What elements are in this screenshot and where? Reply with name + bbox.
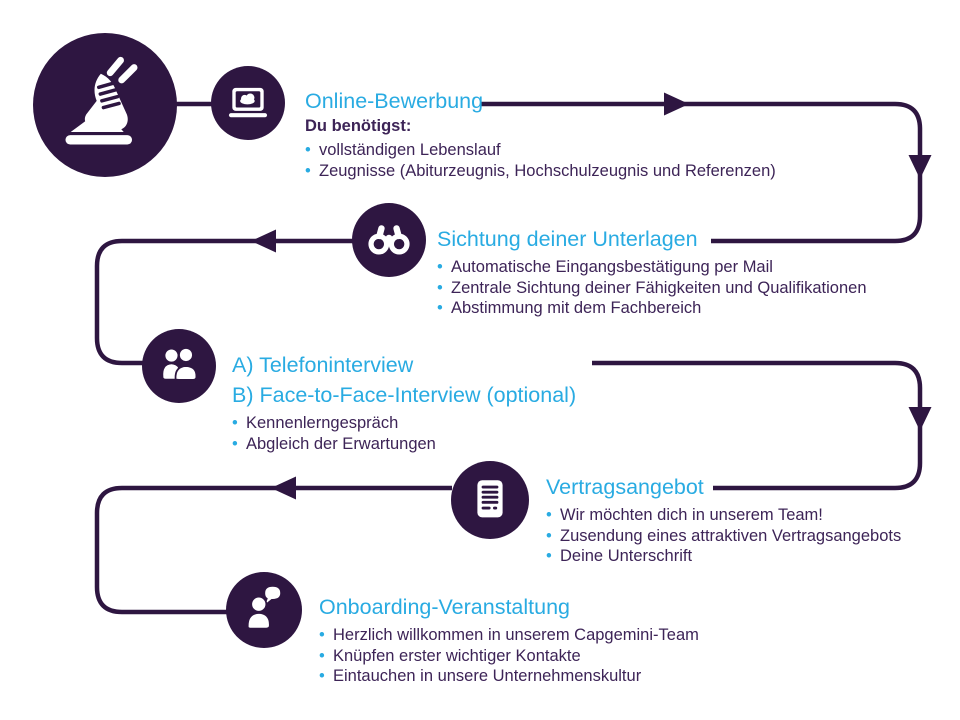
bullet-item: Knüpfen erster wichtiger Kontakte <box>319 646 699 667</box>
bullet-item: Deine Unterschrift <box>546 546 901 567</box>
bullet-item: Eintauchen in unsere Unternehmenskultur <box>319 666 699 687</box>
bullet-item: Zusendung eines attraktiven Vertragsange… <box>546 526 901 547</box>
connector-step3-to-step4 <box>592 360 923 491</box>
step-interviews: A) Telefoninterview B) Face-to-Face-Inte… <box>232 350 576 454</box>
person-speech-bubble-icon <box>246 586 281 630</box>
bullet-item: Abstimmung mit dem Fachbereich <box>437 298 867 319</box>
sprint-shoe-icon <box>65 56 138 145</box>
bullet-item: Wir möchten dich in unserem Team! <box>546 505 901 526</box>
step5-bullet-list: Herzlich willkommen in unserem Capgemini… <box>319 625 699 687</box>
step3-node <box>142 329 216 403</box>
bullet-item: Herzlich willkommen in unserem Capgemini… <box>319 625 699 646</box>
step1-node <box>211 66 285 140</box>
bullet-item: Zentrale Sichtung deiner Fähigkeiten und… <box>437 278 867 299</box>
step2-bullet-list: Automatische Eingangsbestätigung per Mai… <box>437 257 867 319</box>
step-sichtung-unterlagen: Sichtung deiner Unterlagen Automatische … <box>437 226 867 319</box>
step1-intro: Du benötigst: <box>305 117 412 135</box>
connector-step2-to-step3 <box>94 238 353 366</box>
arrowhead-down-icon <box>908 407 932 431</box>
laptop-cloud-icon <box>228 87 268 118</box>
step4-title: Vertragsangebot <box>546 475 704 499</box>
arrowhead-left-icon <box>251 229 276 253</box>
step3-title-a: A) Telefoninterview <box>232 353 414 377</box>
step-vertragsangebot: Vertragsangebot Wir möchten dich in unse… <box>546 474 901 567</box>
step-online-bewerbung: Online-Bewerbung Du benötigst: vollständ… <box>305 88 776 181</box>
step4-node <box>451 461 529 539</box>
step3-title-b: B) Face-to-Face-Interview (optional) <box>232 383 577 407</box>
step5-node <box>226 572 302 648</box>
arrowhead-down-icon <box>908 155 932 179</box>
start-node <box>33 33 177 177</box>
bullet-item: vollständigen Lebenslauf <box>305 140 776 161</box>
arrowhead-left-icon <box>271 476 296 500</box>
step4-bullet-list: Wir möchten dich in unserem Team! Zusend… <box>546 505 901 567</box>
bullet-item: Kennenlerngespräch <box>232 413 576 434</box>
step-onboarding: Onboarding-Veranstaltung Herzlich willko… <box>319 594 699 687</box>
connector-step4-to-step5 <box>94 485 452 615</box>
binoculars-icon <box>368 225 410 255</box>
step2-title: Sichtung deiner Unterlagen <box>437 227 698 251</box>
bullet-item: Automatische Eingangsbestätigung per Mai… <box>437 257 867 278</box>
step1-bullet-list: vollständigen Lebenslauf Zeugnisse (Abit… <box>305 140 776 181</box>
bullet-item: Zeugnisse (Abiturzeugnis, Hochschulzeugn… <box>305 161 776 182</box>
two-people-icon <box>163 347 198 381</box>
step1-title: Online-Bewerbung <box>305 89 484 113</box>
step3-bullet-list: Kennenlerngespräch Abgleich der Erwartun… <box>232 413 576 454</box>
bullet-item: Abgleich der Erwartungen <box>232 434 576 455</box>
step2-node <box>352 203 426 277</box>
arrowhead-right-icon <box>664 92 689 116</box>
contract-document-icon <box>477 480 503 518</box>
step5-title: Onboarding-Veranstaltung <box>319 595 571 619</box>
